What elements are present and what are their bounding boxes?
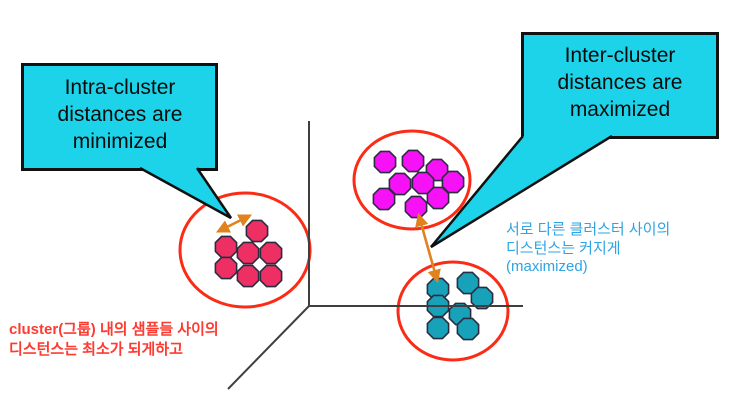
intra-callout-box xyxy=(21,63,218,171)
intra-note-line1: cluster(그룹) 내의 샘플들 사이의 xyxy=(9,320,219,338)
teal-cluster-dot xyxy=(456,271,480,295)
inter-callout-line2: distances are xyxy=(558,71,683,94)
distance-arrows xyxy=(215,212,441,284)
magenta-cluster-dot xyxy=(388,172,412,196)
inter-callout-line1: Inter-cluster xyxy=(565,44,676,67)
axis-line xyxy=(227,305,310,390)
magenta-cluster-dot xyxy=(425,158,449,182)
inter-callout-box xyxy=(521,32,719,139)
coordinate-axes xyxy=(227,121,523,390)
magenta-cluster-dot xyxy=(411,171,435,195)
magenta-cluster-dot xyxy=(372,187,396,211)
teal-cluster-dot xyxy=(456,317,480,341)
intra-callout-tail xyxy=(139,166,233,220)
intra-callout-line3: minimized xyxy=(73,130,168,153)
intra-callout-line2: distances are xyxy=(58,103,183,126)
intra-red-cluster-dot xyxy=(259,241,283,265)
intra-red-cluster-dot xyxy=(259,264,283,288)
cluster-dots xyxy=(214,149,494,341)
teal-cluster-dot xyxy=(426,316,450,340)
teal-cluster-dot xyxy=(470,286,494,310)
intra-red-cluster-dot xyxy=(214,256,238,280)
magenta-cluster-ellipse xyxy=(352,129,472,231)
intra-red-cluster-dot xyxy=(245,219,269,243)
inter-distance-arrow xyxy=(415,212,441,284)
intra-distance-arrow xyxy=(215,214,253,233)
intra-red-cluster-dot xyxy=(236,241,260,265)
magenta-cluster-dot xyxy=(426,186,450,210)
magenta-cluster-dot xyxy=(401,149,425,173)
magenta-cluster-dot xyxy=(441,170,465,194)
inter-callout-tail xyxy=(430,134,613,249)
inter-note-line2: 디스턴스는 커지게 xyxy=(506,240,621,257)
magenta-cluster-dot xyxy=(404,195,428,219)
intra-red-cluster-dot xyxy=(214,235,238,259)
teal-cluster-ellipse xyxy=(396,260,510,362)
inter-callout-line3: maximized xyxy=(570,98,670,121)
intra-red-cluster-dot xyxy=(236,264,260,288)
inter-note-line1: 서로 다른 클러스터 사이의 xyxy=(506,221,670,238)
magenta-cluster-dot xyxy=(373,150,397,174)
inter-note-line3: (maximized) xyxy=(506,258,588,275)
intra-callout-line1: Intra-cluster xyxy=(65,76,176,99)
intra-note-line2: 디스턴스는 최소가 되게하고 xyxy=(9,340,183,358)
